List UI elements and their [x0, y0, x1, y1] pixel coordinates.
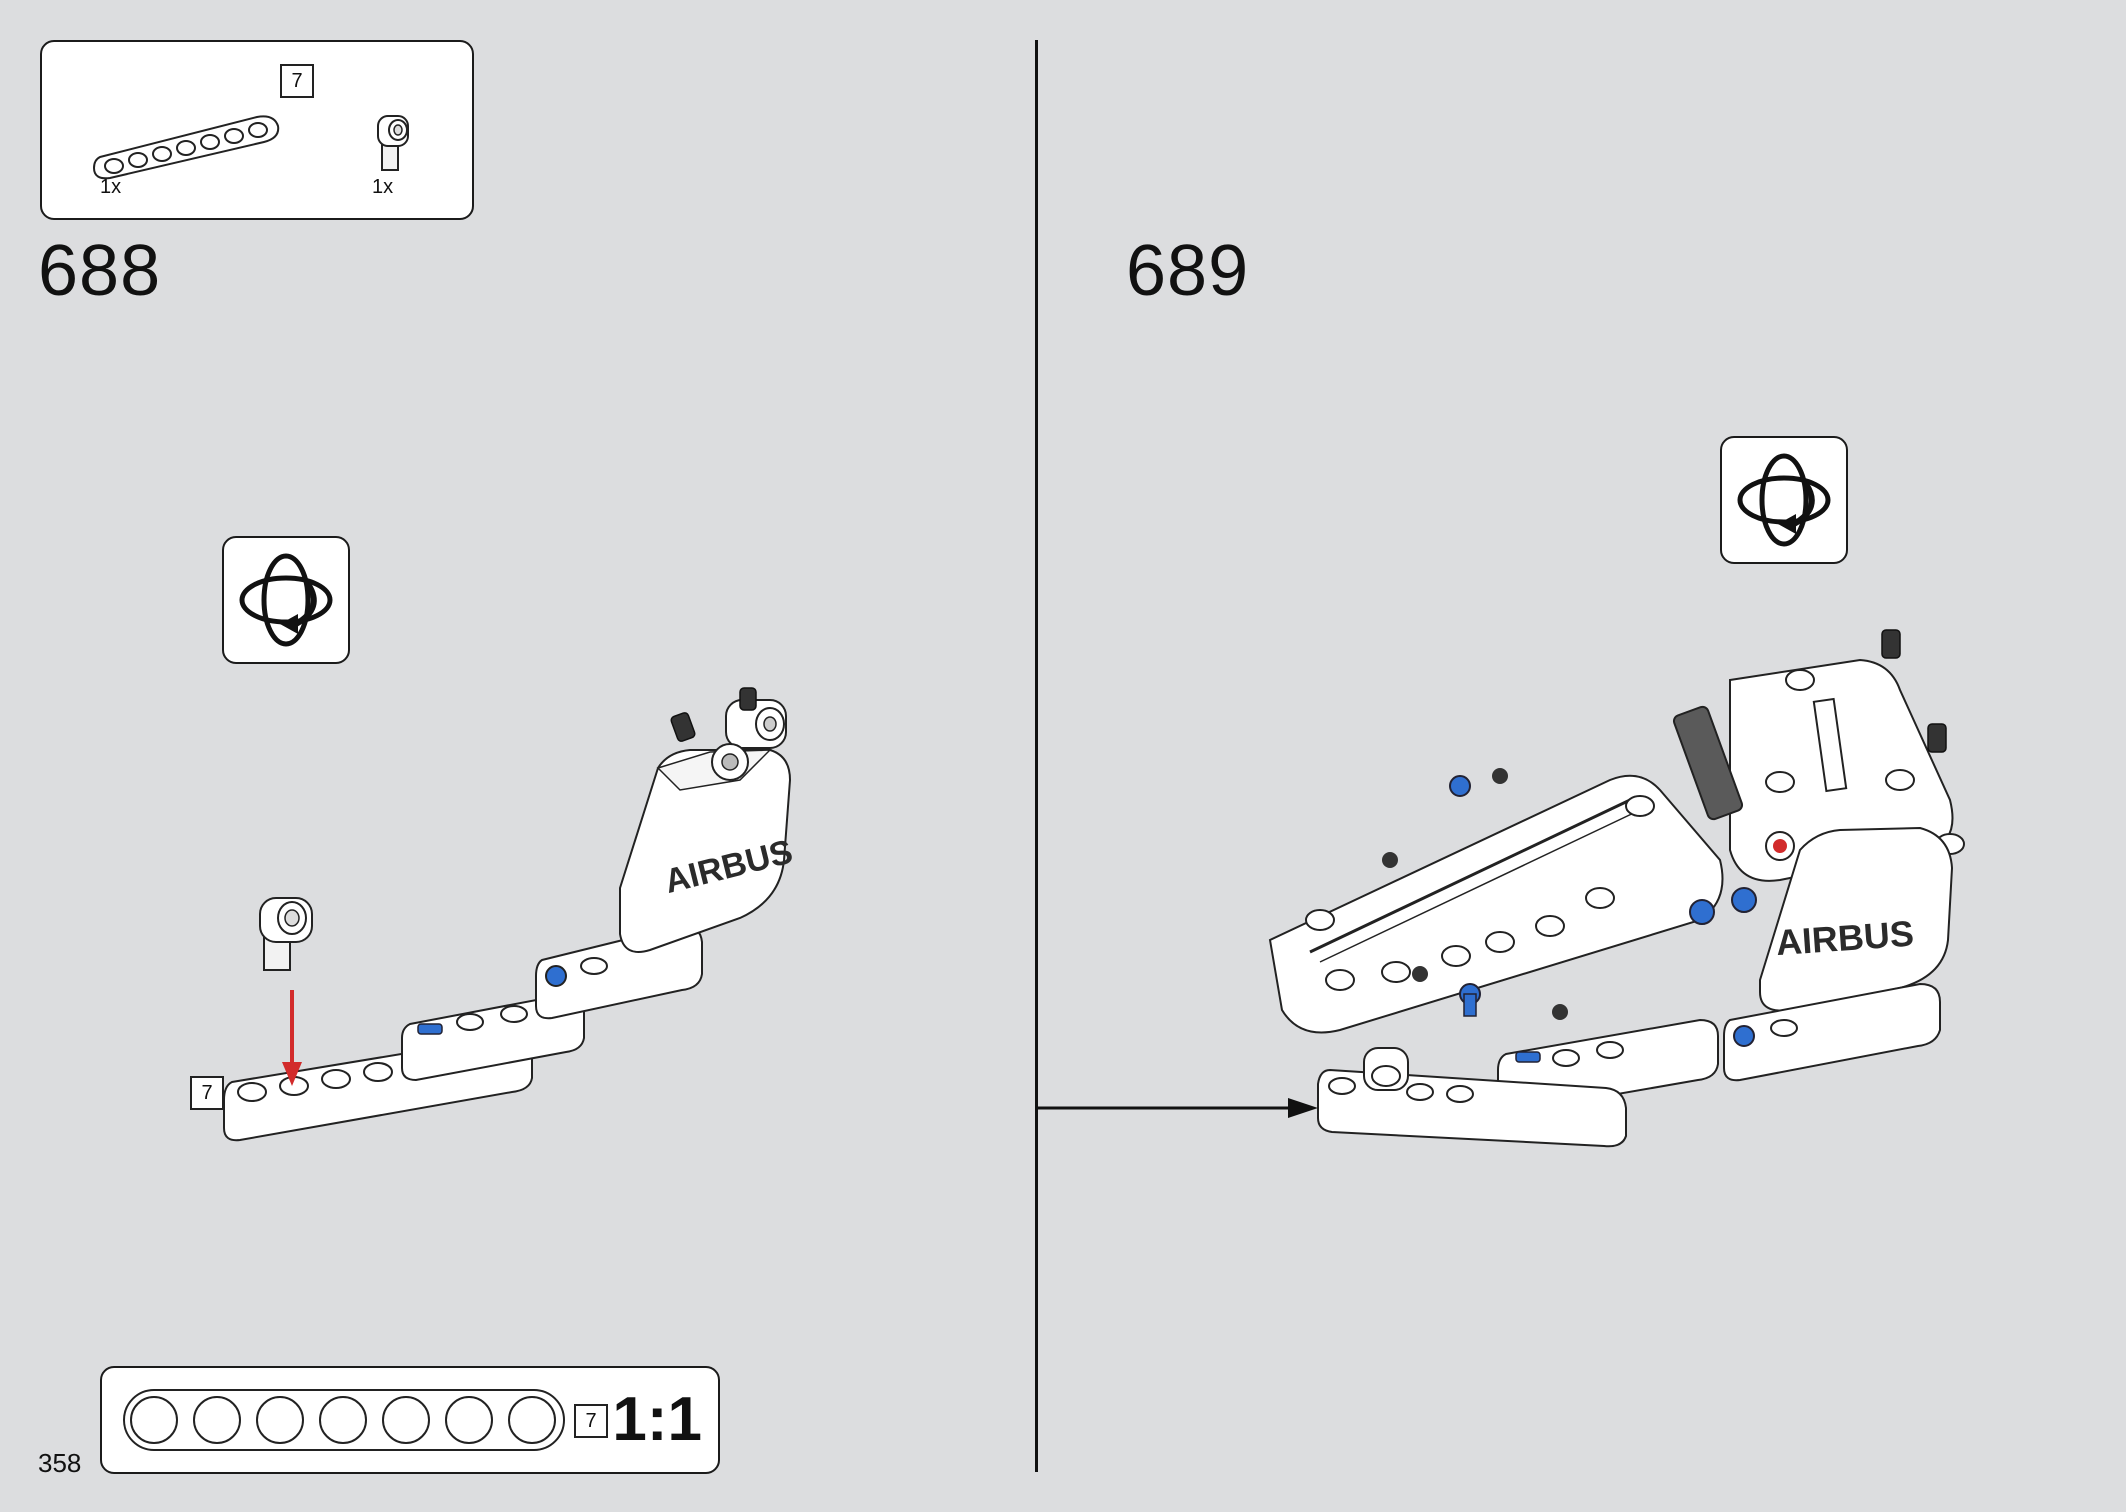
page-number: 358 [38, 1448, 82, 1478]
step-number-689: 689 [1126, 231, 1250, 311]
step-number-688: 688 [38, 231, 162, 311]
beam-quantity: 1x [100, 176, 122, 198]
beam-7-part-image [92, 115, 280, 180]
rotate-model-icon [222, 536, 350, 664]
scale-length-label: 7 [574, 1404, 608, 1438]
connector-quantity: 1x [372, 176, 394, 198]
step-689-assembly-illustration: AIRBUS [1268, 629, 1965, 1148]
transfer-arrow [1036, 1098, 1318, 1118]
scale-ratio: 1:1 [612, 1385, 702, 1454]
step-688-assembly-illustration: AIRBUS [223, 687, 796, 1142]
connector-part-image [377, 115, 409, 171]
page-divider [1035, 40, 1038, 1472]
beam-length-label-step-688: 7 [190, 1076, 224, 1110]
rotate-model-icon-step-689 [1720, 436, 1848, 564]
scale-reference-box: 7 1:1 [100, 1366, 720, 1474]
parts-callout: 7 1x 1x [40, 40, 474, 220]
beam-scale-image [123, 1389, 565, 1451]
beam-length-label: 7 [280, 64, 314, 98]
airbus-logo-text-step-689: AIRBUS [1775, 913, 1916, 964]
